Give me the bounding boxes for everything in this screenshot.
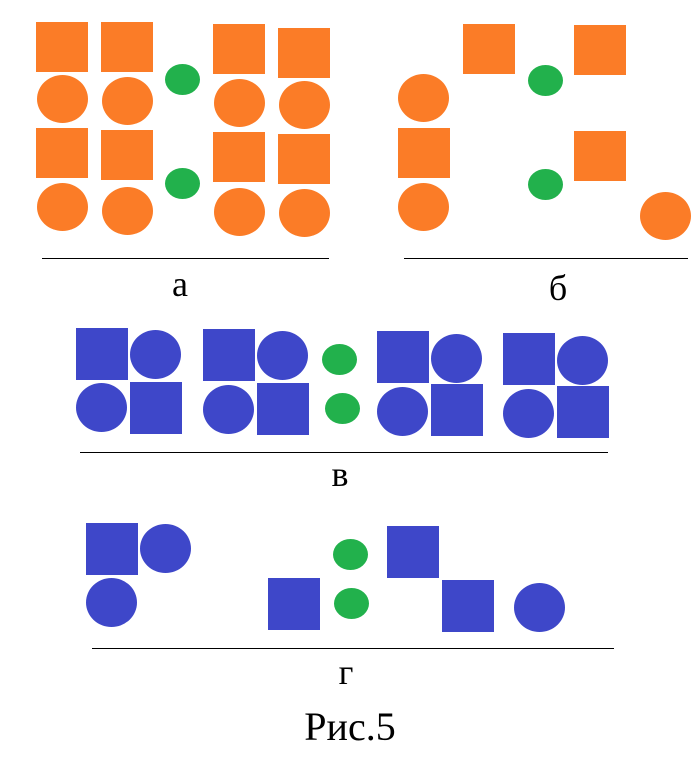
panel-b-orange-circle-4 [398, 74, 449, 122]
panel-a-orange-square-3 [213, 24, 265, 74]
panel-v-blue-circle-12 [431, 334, 482, 383]
panel-v-blue-square-5 [203, 329, 255, 381]
panel-a-orange-circle-6 [102, 77, 153, 125]
panel-a-orange-square-13 [278, 134, 330, 184]
panel-a-orange-square-10 [36, 128, 88, 178]
panel-b-orange-circle-9 [640, 192, 691, 240]
panel-b-green-circle-7 [528, 169, 563, 200]
panel-v-green-circle-10 [325, 393, 360, 424]
panel-a-green-circle-9 [165, 64, 200, 95]
panel-g-green-circle-5 [334, 588, 369, 619]
panel-a-orange-circle-17 [279, 189, 330, 237]
panel-v-blue-circle-7 [203, 385, 254, 434]
panel-v-blue-square-18 [557, 386, 609, 438]
panel-b-green-circle-3 [528, 65, 563, 96]
panel-g-blue-square-6 [387, 526, 439, 578]
panel-a-baseline [42, 258, 329, 259]
panel-a-orange-square-12 [213, 132, 265, 182]
panel-g-baseline [92, 648, 614, 649]
panel-v-blue-square-15 [503, 333, 555, 385]
panel-v-blue-circle-6 [257, 331, 308, 380]
figure-caption: Рис.5 [304, 704, 396, 749]
panel-a-orange-square-11 [101, 130, 153, 180]
panel-g-blue-circle-2 [140, 524, 191, 573]
panel-b-orange-square-6 [574, 131, 626, 181]
panel-g-label: г [338, 652, 354, 692]
panel-a-green-circle-18 [165, 168, 200, 199]
panel-v-blue-circle-13 [377, 387, 428, 436]
panel-v-label: в [331, 454, 349, 494]
panel-g-blue-circle-3 [86, 578, 137, 627]
panel-b-baseline [404, 258, 688, 259]
panel-a-orange-circle-16 [214, 188, 265, 236]
panel-a-orange-circle-7 [214, 79, 265, 127]
panel-v-blue-circle-3 [76, 383, 127, 432]
panel-g-blue-square-7 [268, 578, 320, 630]
panel-g-green-circle-4 [333, 539, 368, 570]
panel-b-orange-square-1 [463, 24, 515, 74]
panel-v-blue-square-1 [76, 328, 128, 380]
panel-a-orange-circle-8 [279, 81, 330, 129]
panel-b-orange-square-2 [574, 25, 626, 75]
panel-v-blue-circle-17 [503, 389, 554, 438]
panel-v-blue-circle-2 [130, 330, 181, 379]
panel-a-orange-square-2 [101, 22, 153, 72]
panel-v-baseline [80, 452, 608, 453]
panel-v-blue-square-8 [257, 383, 309, 435]
panel-a-orange-circle-14 [37, 183, 88, 231]
panel-b-orange-square-5 [398, 128, 450, 178]
panel-b-orange-circle-8 [398, 183, 449, 231]
panel-g-blue-square-1 [86, 523, 138, 575]
panel-a-orange-circle-5 [37, 75, 88, 123]
panel-v-blue-square-11 [377, 331, 429, 383]
panel-v-blue-square-14 [431, 384, 483, 436]
panel-b-label: б [548, 268, 568, 308]
panel-a-orange-square-4 [278, 28, 330, 78]
panel-g-blue-square-8 [442, 580, 494, 632]
panel-g-blue-circle-9 [514, 583, 565, 632]
panel-a-label: а [172, 264, 188, 304]
panel-v-blue-square-4 [130, 382, 182, 434]
panel-v-blue-circle-16 [557, 336, 608, 385]
panel-a-orange-square-1 [36, 22, 88, 72]
panel-v-green-circle-9 [322, 344, 357, 375]
panel-a-orange-circle-15 [102, 187, 153, 235]
